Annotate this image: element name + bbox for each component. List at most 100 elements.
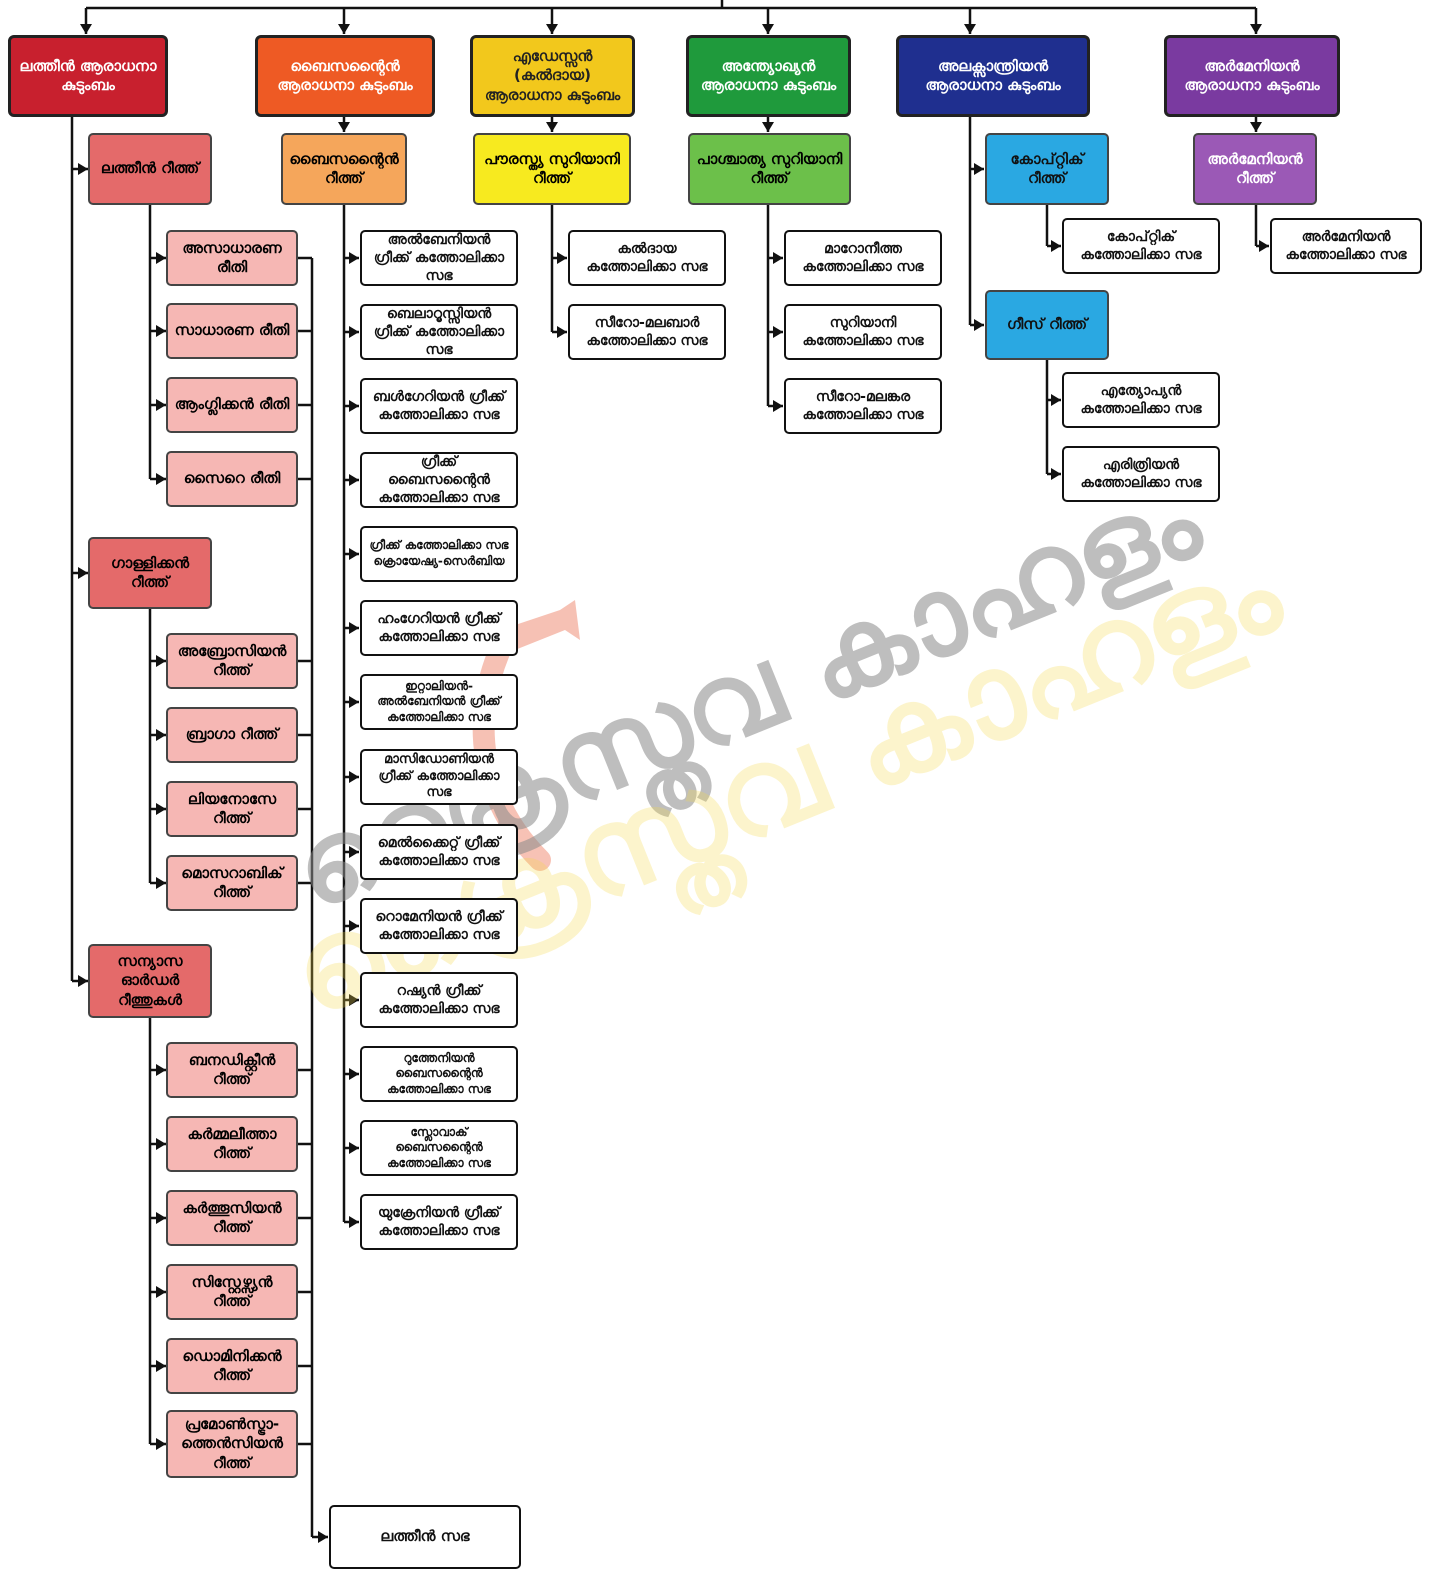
byzantine-church-item: ഗ്രീക്ക് ബൈസന്റൈൻ കത്തോലിക്കാ സഭ: [360, 452, 518, 508]
arrow-right-icon: [349, 846, 359, 858]
arrow-right-icon: [349, 1068, 359, 1080]
byzantine-church-item: മെൽക്കൈറ്റ് ഗ്രീക്ക് കത്തോലിക്കാ സഭ: [360, 824, 518, 880]
family-antiochene: അന്ത്യോഖ്യൻ ആരാധനാ കുടുംബം: [686, 35, 851, 117]
gallican-form-item: മൊസറാബിക് റീത്ത്: [166, 855, 298, 911]
arrow-right-icon: [156, 803, 166, 815]
armenian-church-item: അർമേനിയൻ കത്തോലിക്കാ സഭ: [1270, 218, 1422, 274]
family-armenian: അർമേനിയൻ ആരാധനാ കുടുംബം: [1164, 35, 1340, 117]
rite-religious-orders: സന്യാസ ഓർഡർ റീത്തുകൾ: [88, 944, 212, 1018]
rite-west-syriac: പാശ്ചാത്യ സുറിയാനി റീത്ത്: [688, 133, 851, 205]
arrow-right-icon: [318, 1531, 328, 1543]
arrow-down-icon: [762, 24, 774, 34]
arrow-right-icon: [773, 252, 783, 264]
family-byzantine: ബൈസന്റൈൻ ആരാധനാ കുടുംബം: [255, 35, 435, 117]
arrow-right-icon: [156, 473, 166, 485]
byzantine-church-item: ബൾഗേറിയൻ ഗ്രീക്ക് കത്തോലിക്കാ സഭ: [360, 378, 518, 434]
arrow-down-icon: [964, 24, 976, 34]
rite-latin: ലത്തീൻ റീത്ത്: [88, 133, 212, 205]
rite-coptic: കോപ്റ്റിക് റീത്ത്: [985, 133, 1109, 205]
religious-form-item: പ്രമോൺസ്ട്രാ- ത്തെൻസിയൻ റീത്ത്: [166, 1410, 298, 1478]
east-syriac-church-item: സീറോ-മലബാർ കത്തോലിക്കാ സഭ: [568, 304, 726, 360]
byzantine-church-item: ഹംഗേറിയൻ ഗ്രീക്ക് കത്തോലിക്കാ സഭ: [360, 600, 518, 656]
latin-form-item: ആംഗ്ലിക്കൻ രീതി: [166, 377, 298, 433]
arrow-right-icon: [1051, 468, 1061, 480]
family-latin: ലത്തീൻ ആരാധനാ കുടുംബം: [8, 35, 168, 117]
arrow-right-icon: [349, 1216, 359, 1228]
west-syriac-church-item: സുറിയാനി കത്തോലിക്കാ സഭ: [784, 304, 942, 360]
coptic-church-item: കോപ്റ്റിക് കത്തോലിക്കാ സഭ: [1062, 218, 1220, 274]
arrow-down-icon: [546, 24, 558, 34]
west-syriac-church-item: മാറോനീത്ത കത്തോലിക്കാ സഭ: [784, 230, 942, 286]
rite-geez: ഗീസ് റീത്ത്: [985, 290, 1109, 360]
arrow-right-icon: [78, 975, 88, 987]
arrow-right-icon: [349, 252, 359, 264]
arrow-down-icon: [762, 122, 774, 132]
arrow-right-icon: [349, 548, 359, 560]
byzantine-church-item: ഗ്രീക്ക് കത്തോലിക്കാ സഭ ക്രൊയേഷ്യ-സെർബിയ: [360, 526, 518, 582]
gallican-form-item: ലിയനോസേ റീത്ത്: [166, 781, 298, 837]
arrow-right-icon: [773, 400, 783, 412]
religious-form-item: ഡൊമിനിക്കൻ റീത്ത്: [166, 1338, 298, 1394]
arrow-right-icon: [78, 163, 88, 175]
gallican-form-item: അബ്രോസിയൻ റീത്ത്: [166, 633, 298, 689]
arrow-right-icon: [349, 326, 359, 338]
byzantine-church-item: മാസിഡോണിയൻ ഗ്രീക്ക് കത്തോലിക്കാ സഭ: [360, 749, 518, 805]
latin-form-item: സൈറെ രീതി: [166, 451, 298, 507]
byzantine-church-item: സ്ലോവാക് ബൈസന്റൈൻ കത്തോലിക്കാ സഭ: [360, 1120, 518, 1176]
arrow-down-icon: [338, 24, 350, 34]
arrow-right-icon: [349, 771, 359, 783]
latin-form-item: അസാധാരണ രീതി: [166, 230, 298, 286]
byzantine-church-item: ഇറ്റാലിയൻ-അൽബേനിയൻ ഗ്രീക്ക് കത്തോലിക്കാ …: [360, 674, 518, 730]
arrow-right-icon: [1051, 240, 1061, 252]
byzantine-church-item: റൊമേനിയൻ ഗ്രീക്ക് കത്തോലിക്കാ സഭ: [360, 898, 518, 954]
rite-byzantine: ബൈസന്റൈൻ റീത്ത്: [281, 133, 407, 205]
arrow-right-icon: [156, 325, 166, 337]
arrow-right-icon: [156, 1064, 166, 1076]
west-syriac-church-item: സീറോ-മലങ്കര കത്തോലിക്കാ സഭ: [784, 378, 942, 434]
religious-form-item: കർമ്മലീത്താ റീത്ത്: [166, 1116, 298, 1172]
religious-form-item: ബനഡിക്റ്റീൻ റീത്ത്: [166, 1042, 298, 1098]
arrow-right-icon: [557, 326, 567, 338]
arrow-down-icon: [1250, 122, 1262, 132]
geez-church-item: എത്യോപ്യൻ കത്തോലിക്കാ സഭ: [1062, 372, 1220, 428]
arrow-right-icon: [156, 1286, 166, 1298]
arrow-right-icon: [349, 1142, 359, 1154]
byzantine-church-item: റുത്തേനിയൻ ബൈസന്റൈൻ കത്തോലിക്കാ സഭ: [360, 1046, 518, 1102]
arrow-right-icon: [156, 729, 166, 741]
rite-gallican: ഗാള്ളിക്കൻ റീത്ത്: [88, 537, 212, 609]
arrow-right-icon: [1051, 394, 1061, 406]
latin-church: ലത്തീൻ സഭ: [329, 1505, 521, 1569]
arrow-right-icon: [349, 622, 359, 634]
arrow-right-icon: [156, 655, 166, 667]
byzantine-church-item: റഷ്യൻ ഗ്രീക്ക് കത്തോലിക്കാ സഭ: [360, 972, 518, 1028]
arrow-right-icon: [974, 163, 984, 175]
arrow-down-icon: [80, 24, 92, 34]
religious-form-item: സിസ്റ്റേഴ്സ്യൻ റീത്ത്: [166, 1264, 298, 1320]
arrow-right-icon: [156, 1138, 166, 1150]
rite-armenian: അർമേനിയൻ റീത്ത്: [1193, 133, 1317, 205]
arrow-down-icon: [338, 122, 350, 132]
arrow-right-icon: [974, 319, 984, 331]
arrow-right-icon: [349, 920, 359, 932]
rite-east-syriac: പൗരസ്ത്യ സുറിയാനി റീത്ത്: [473, 133, 631, 205]
arrow-right-icon: [78, 567, 88, 579]
east-syriac-church-item: കൽദായ കത്തോലിക്കാ സഭ: [568, 230, 726, 286]
arrow-right-icon: [1259, 240, 1269, 252]
latin-form-item: സാധാരണ രീതി: [166, 303, 298, 359]
arrow-right-icon: [156, 1212, 166, 1224]
byzantine-church-item: ബെലാറൂസ്സിയൻ ഗ്രീക്ക് കത്തോലിക്കാ സഭ: [360, 304, 518, 360]
gallican-form-item: ബ്രാഗാ റീത്ത്: [166, 707, 298, 763]
arrow-right-icon: [156, 877, 166, 889]
geez-church-item: എരിത്രിയൻ കത്തോലിക്കാ സഭ: [1062, 446, 1220, 502]
arrow-right-icon: [156, 399, 166, 411]
arrow-right-icon: [156, 1360, 166, 1372]
arrow-right-icon: [156, 1438, 166, 1450]
arrow-right-icon: [156, 252, 166, 264]
arrow-right-icon: [349, 994, 359, 1006]
arrow-right-icon: [349, 474, 359, 486]
family-alexandrian: അലക്സാന്ത്രിയൻ ആരാധനാ കുടുംബം: [896, 35, 1090, 117]
arrow-right-icon: [349, 400, 359, 412]
religious-form-item: കർത്തൂസിയൻ റീത്ത്: [166, 1190, 298, 1246]
arrow-right-icon: [349, 696, 359, 708]
